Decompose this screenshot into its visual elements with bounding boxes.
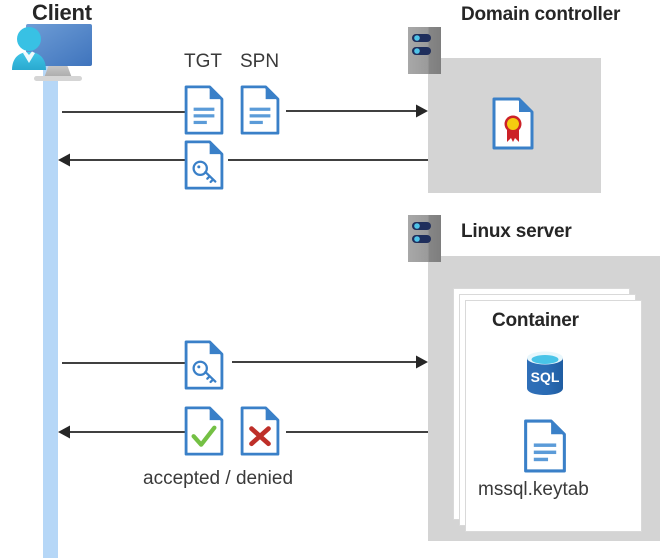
flow-3-line-left	[62, 362, 185, 364]
text-document-icon	[184, 85, 224, 140]
server-rack-icon	[408, 215, 441, 262]
sql-icon-text: SQL	[531, 369, 560, 385]
flow-3-arrow-right	[232, 352, 428, 377]
keytab-filename-label: mssql.keytab	[478, 479, 589, 500]
text-document-icon	[523, 419, 567, 478]
domain-controller-title: Domain controller	[461, 4, 621, 25]
flow-4-line-right	[286, 431, 428, 433]
client-lifeline	[43, 60, 58, 558]
x-document-icon	[240, 406, 280, 461]
linux-server-title: Linux server	[461, 221, 572, 242]
container-card-front	[465, 300, 642, 532]
sql-database-icon: SQL	[521, 349, 569, 402]
key-document-icon	[184, 340, 224, 395]
check-document-icon	[184, 406, 224, 461]
certificate-document-icon	[492, 97, 534, 155]
flow-2-line-right	[228, 159, 428, 161]
container-title: Container	[492, 310, 579, 331]
flow-2-arrow-left	[58, 150, 186, 175]
flow-1-line-left	[62, 111, 185, 113]
accepted-denied-label: accepted / denied	[143, 468, 294, 489]
client-icon	[8, 22, 108, 92]
tgt-label: TGT	[184, 51, 222, 72]
flow-4-arrow-left	[58, 422, 186, 447]
flow-1-arrow-right	[286, 101, 428, 126]
server-rack-icon	[408, 27, 441, 74]
text-document-icon	[240, 85, 280, 140]
client-title: Client	[32, 0, 92, 25]
key-document-icon	[184, 140, 224, 195]
spn-label: SPN	[240, 51, 280, 72]
